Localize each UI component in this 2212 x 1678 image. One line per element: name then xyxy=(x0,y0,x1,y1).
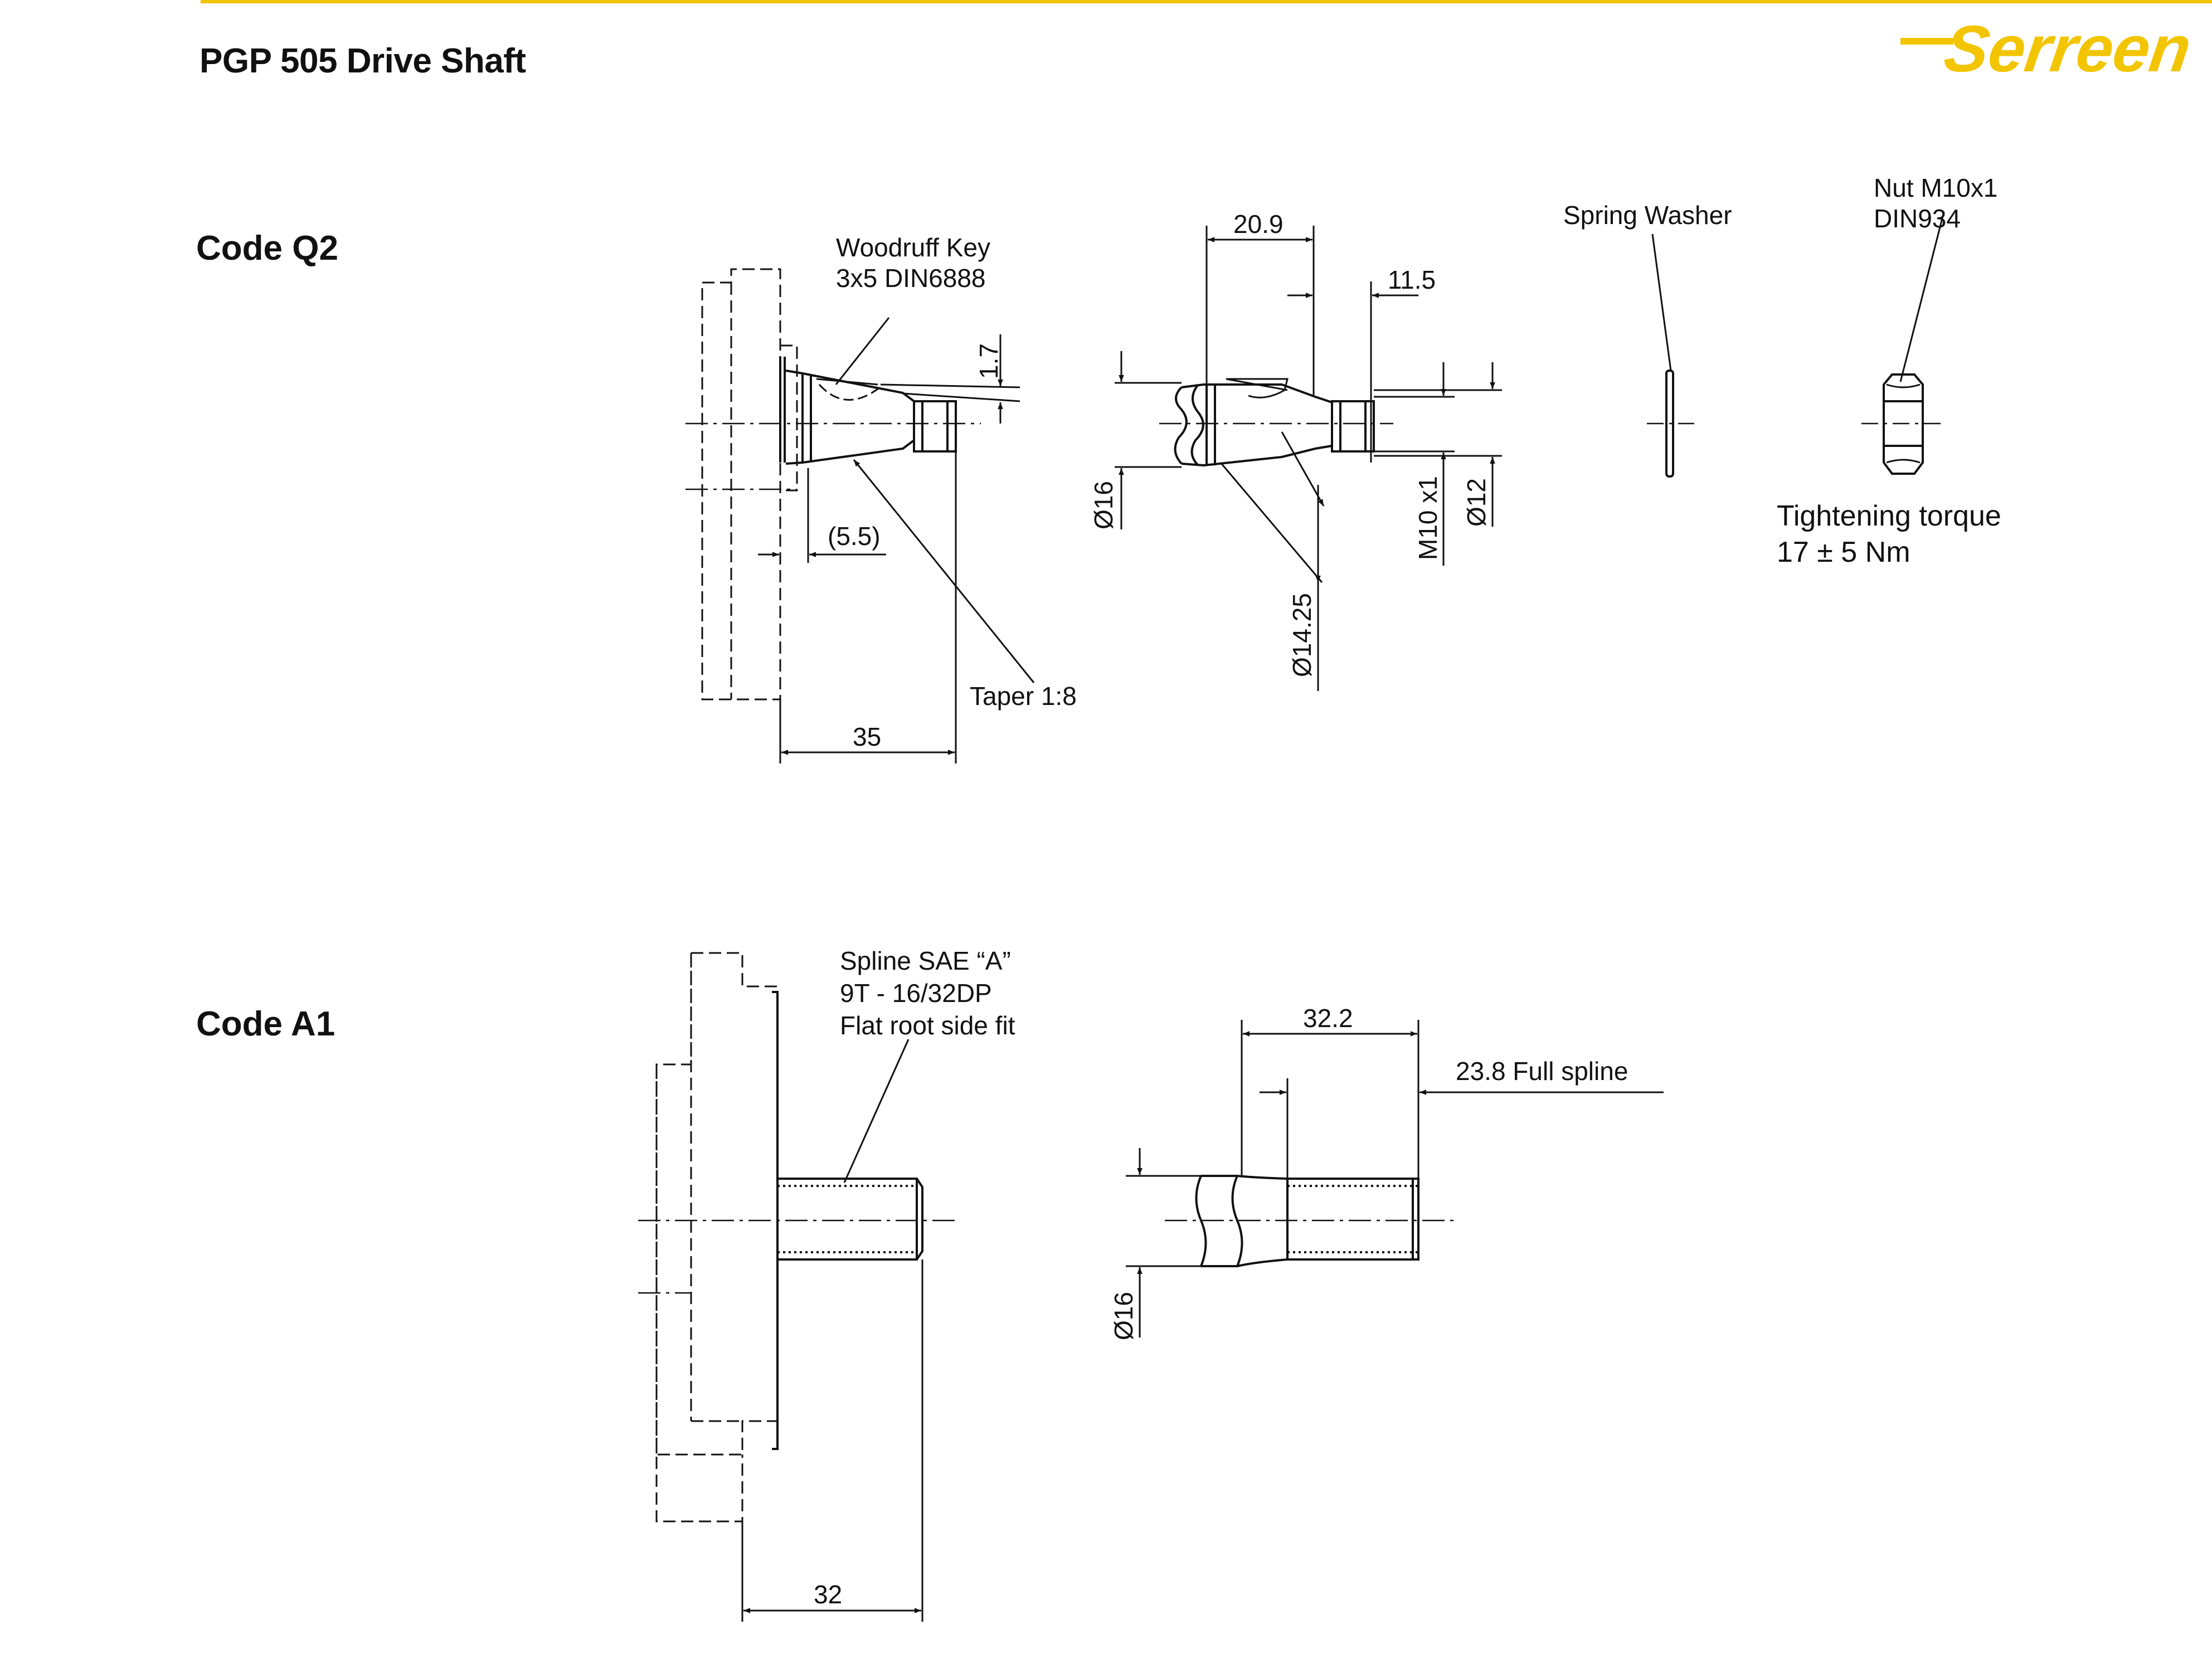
spline-label-line2: 9T - 16/32DP xyxy=(840,979,992,1008)
q2-shaft-detail-view xyxy=(1174,378,1375,467)
code-a1-label: Code A1 xyxy=(196,1005,336,1043)
woodruff-key-line2: 3x5 DIN6888 xyxy=(836,264,986,293)
code-q2-label: Code Q2 xyxy=(196,229,338,267)
top-yellow-rule xyxy=(201,0,2212,3)
dim-key-height-text: 1.7 xyxy=(974,343,1003,379)
dim-d12 xyxy=(1374,362,1502,527)
taper-leader xyxy=(853,459,1035,683)
spring-washer-drawing xyxy=(1647,234,1694,478)
q2-shaft-side-view xyxy=(785,369,957,465)
dim-offset-text: (5.5) xyxy=(828,522,881,551)
torque-label-line1: Tightening torque xyxy=(1777,500,2001,532)
dim-offset xyxy=(758,468,886,563)
dim-m10 xyxy=(1374,362,1455,566)
nut-label-line1: Nut M10x1 xyxy=(1874,173,1997,202)
dim-length-35 xyxy=(779,407,957,763)
spring-washer-label: Spring Washer xyxy=(1563,201,1732,230)
brand-logo-graphic: Serreen xyxy=(1900,13,2195,86)
spline-label-line3: Flat root side fit xyxy=(840,1011,1015,1040)
taper-label: Taper 1:8 xyxy=(970,682,1077,711)
spline-label-line1: Spline SAE “A” xyxy=(840,946,1011,975)
dim-32-2 xyxy=(1241,1020,1419,1179)
dim-full-spline-text: 23.8 Full spline xyxy=(1456,1057,1628,1086)
dim-11-5-text: 11.5 xyxy=(1388,265,1436,294)
dim-d16-q2-text: Ø16 xyxy=(1089,481,1118,529)
dim-d14-25-text: Ø14.25 xyxy=(1287,593,1316,677)
dim-32-2-text: 32.2 xyxy=(1303,1004,1353,1033)
dim-20-9 xyxy=(1205,226,1315,397)
svg-text:Serreen: Serreen xyxy=(1940,13,2195,82)
nut-drawing xyxy=(1861,211,1945,475)
a1-shaft-detail-view xyxy=(1195,1175,1419,1267)
dim-d16-a1-text: Ø16 xyxy=(1109,1292,1138,1340)
torque-label-line2: 17 ± 5 Nm xyxy=(1777,536,1910,568)
spline-leader xyxy=(843,1039,910,1183)
woodruff-key-line1: Woodruff Key xyxy=(836,233,990,262)
q2-mounting-flange-solid xyxy=(779,357,786,463)
dim-key-height xyxy=(880,334,1020,424)
dim-20-9-text: 20.9 xyxy=(1233,210,1284,239)
dim-full-spline xyxy=(1260,1078,1664,1179)
dim-length-35-text: 35 xyxy=(853,722,881,751)
dim-11-5 xyxy=(1287,281,1418,463)
dim-d16-a1 xyxy=(1126,1148,1201,1337)
dim-d14-25 xyxy=(1219,431,1325,691)
nut-label-line2: DIN934 xyxy=(1874,204,1961,233)
dim-d12-text: Ø12 xyxy=(1462,478,1491,527)
a1-spline-shaft-side-view xyxy=(777,1178,923,1261)
woodruff-key-leader xyxy=(835,317,890,385)
dim-d16-q2 xyxy=(1115,351,1182,529)
q2-mounting-flange xyxy=(701,268,798,701)
page-title: PGP 505 Drive Shaft xyxy=(200,42,526,80)
dim-length-32 xyxy=(741,1259,923,1622)
dim-length-32-text: 32 xyxy=(814,1580,842,1609)
a1-mounting-flange xyxy=(655,952,779,1523)
dim-m10-text: M10 x1 xyxy=(1413,476,1442,560)
brand-logo: Serreen xyxy=(1900,10,2201,86)
